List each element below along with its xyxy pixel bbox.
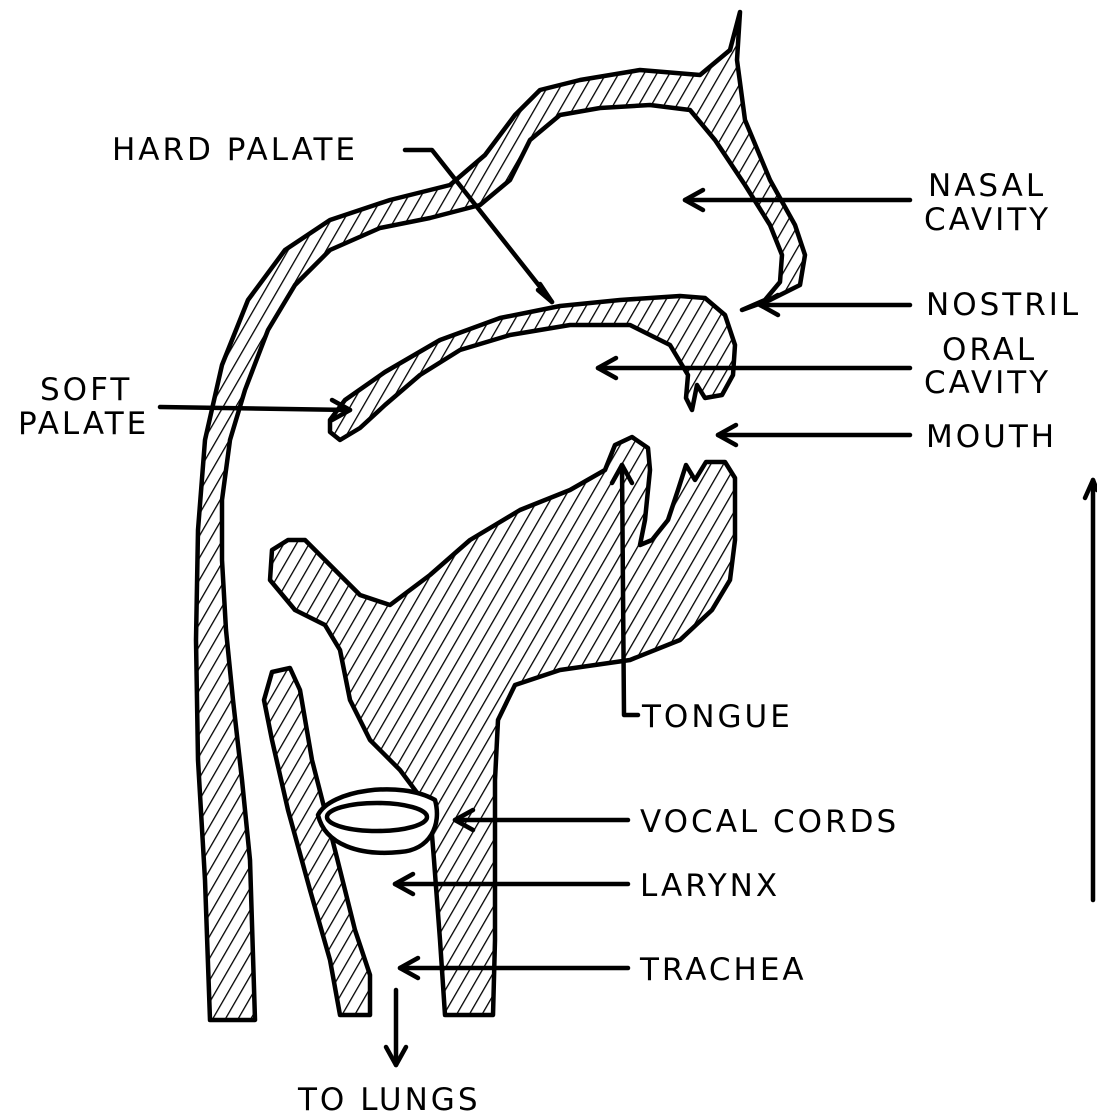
label-nasal-cavity-line1: NASAL — [928, 168, 1046, 204]
label-hard-palate: HARD PALATE — [112, 132, 358, 168]
label-nostril: NOSTRIL — [926, 287, 1081, 323]
soft-palate-leader — [160, 407, 350, 410]
label-oral-cavity-line1: ORAL — [942, 332, 1037, 368]
label-soft-palate-line1: SOFT — [40, 372, 132, 408]
label-oral-cavity-line2: CAVITY — [924, 365, 1051, 401]
label-trachea: TRACHEA — [639, 952, 807, 988]
label-larynx: LARYNX — [640, 868, 780, 904]
label-nasal-cavity-line2: CAVITY — [924, 202, 1051, 238]
label-mouth: MOUTH — [926, 419, 1057, 455]
vocal-cords-shape — [318, 789, 437, 852]
label-soft-palate-line2: PALATE — [18, 406, 149, 442]
label-to-lungs: TO LUNGS — [297, 1082, 481, 1118]
hard-palate-arrowhead — [538, 284, 552, 302]
label-vocal-cords: VOCAL CORDS — [640, 804, 899, 840]
label-tongue: TONGUE — [641, 699, 793, 735]
